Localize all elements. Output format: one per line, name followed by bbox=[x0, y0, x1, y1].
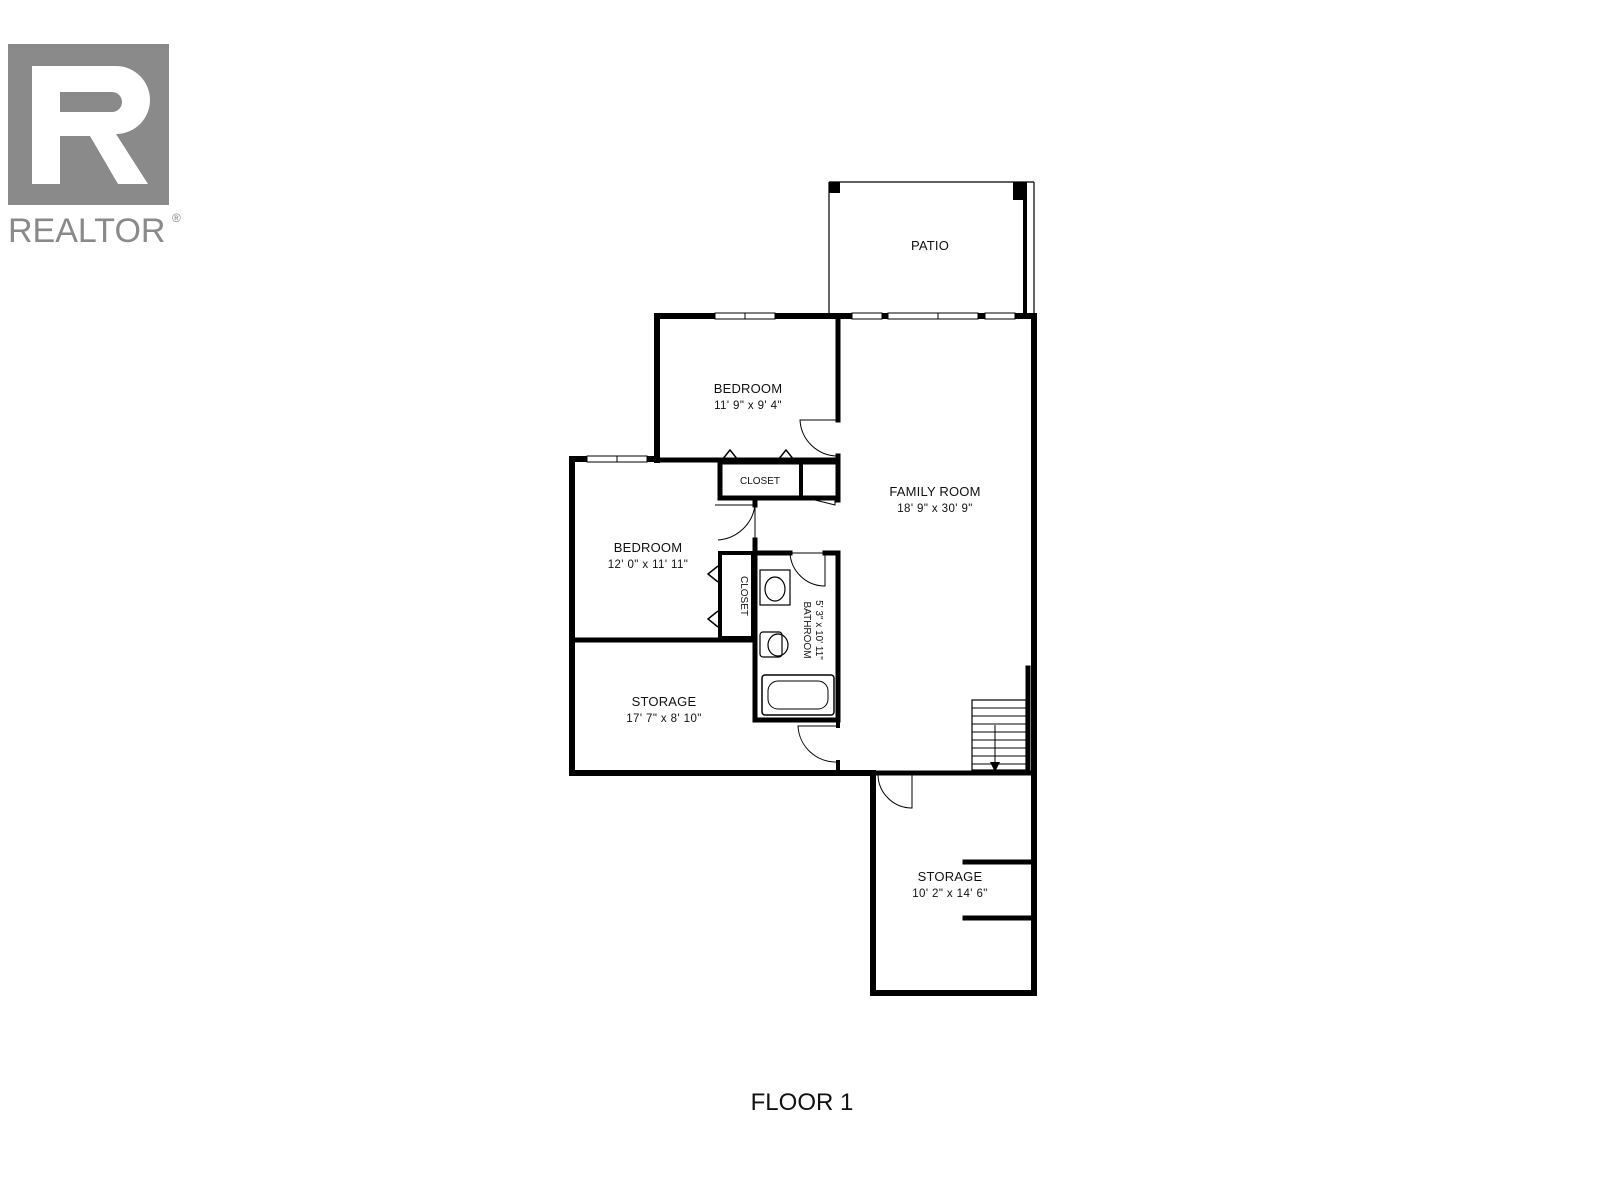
bathtub-icon bbox=[761, 674, 835, 716]
room-labels: PATIO BEDROOM 11' 9" x 9' 4" CLOSET FAMI… bbox=[608, 238, 988, 900]
storage-bottom-dims: 10' 2" x 14' 6" bbox=[912, 888, 987, 900]
bathroom-fixtures bbox=[759, 569, 835, 716]
bathroom-label: BATHROOM bbox=[801, 601, 812, 658]
patio-label: PATIO bbox=[911, 238, 949, 253]
family-room-dims: 18' 9" x 30' 9" bbox=[897, 503, 972, 515]
storage-left-label: STORAGE bbox=[632, 694, 697, 709]
stairs-icon bbox=[971, 699, 1027, 772]
logo-registered-mark: ® bbox=[172, 211, 181, 225]
bathroom-dims: 5' 3" x 10' 11" bbox=[813, 600, 824, 660]
exterior-walls bbox=[569, 313, 1037, 996]
patio-outline bbox=[828, 181, 1035, 314]
storage-bottom-label: STORAGE bbox=[918, 869, 983, 884]
closet-top-label: CLOSET bbox=[740, 476, 780, 487]
floor-label: FLOOR 1 bbox=[751, 1089, 854, 1116]
windows bbox=[586, 312, 1016, 463]
bedroom-top-label: BEDROOM bbox=[714, 381, 783, 396]
sink-icon bbox=[759, 569, 791, 606]
storage-left-dims: 17' 7" x 8' 10" bbox=[626, 713, 701, 725]
family-room-label: FAMILY ROOM bbox=[889, 484, 980, 499]
bedroom-left-label: BEDROOM bbox=[614, 540, 683, 555]
closet-left-label: CLOSET bbox=[738, 576, 749, 616]
interior-walls bbox=[569, 313, 1037, 921]
doors bbox=[706, 419, 913, 809]
logo-wordmark: REALTOR bbox=[8, 212, 165, 250]
bedroom-top-dims: 11' 9" x 9' 4" bbox=[714, 400, 782, 412]
toilet-icon bbox=[759, 631, 783, 658]
logo-r-icon bbox=[32, 66, 150, 184]
bedroom-left-dims: 12' 0" x 11' 11" bbox=[608, 559, 689, 571]
realtor-logo: REALTOR ® bbox=[8, 44, 181, 250]
